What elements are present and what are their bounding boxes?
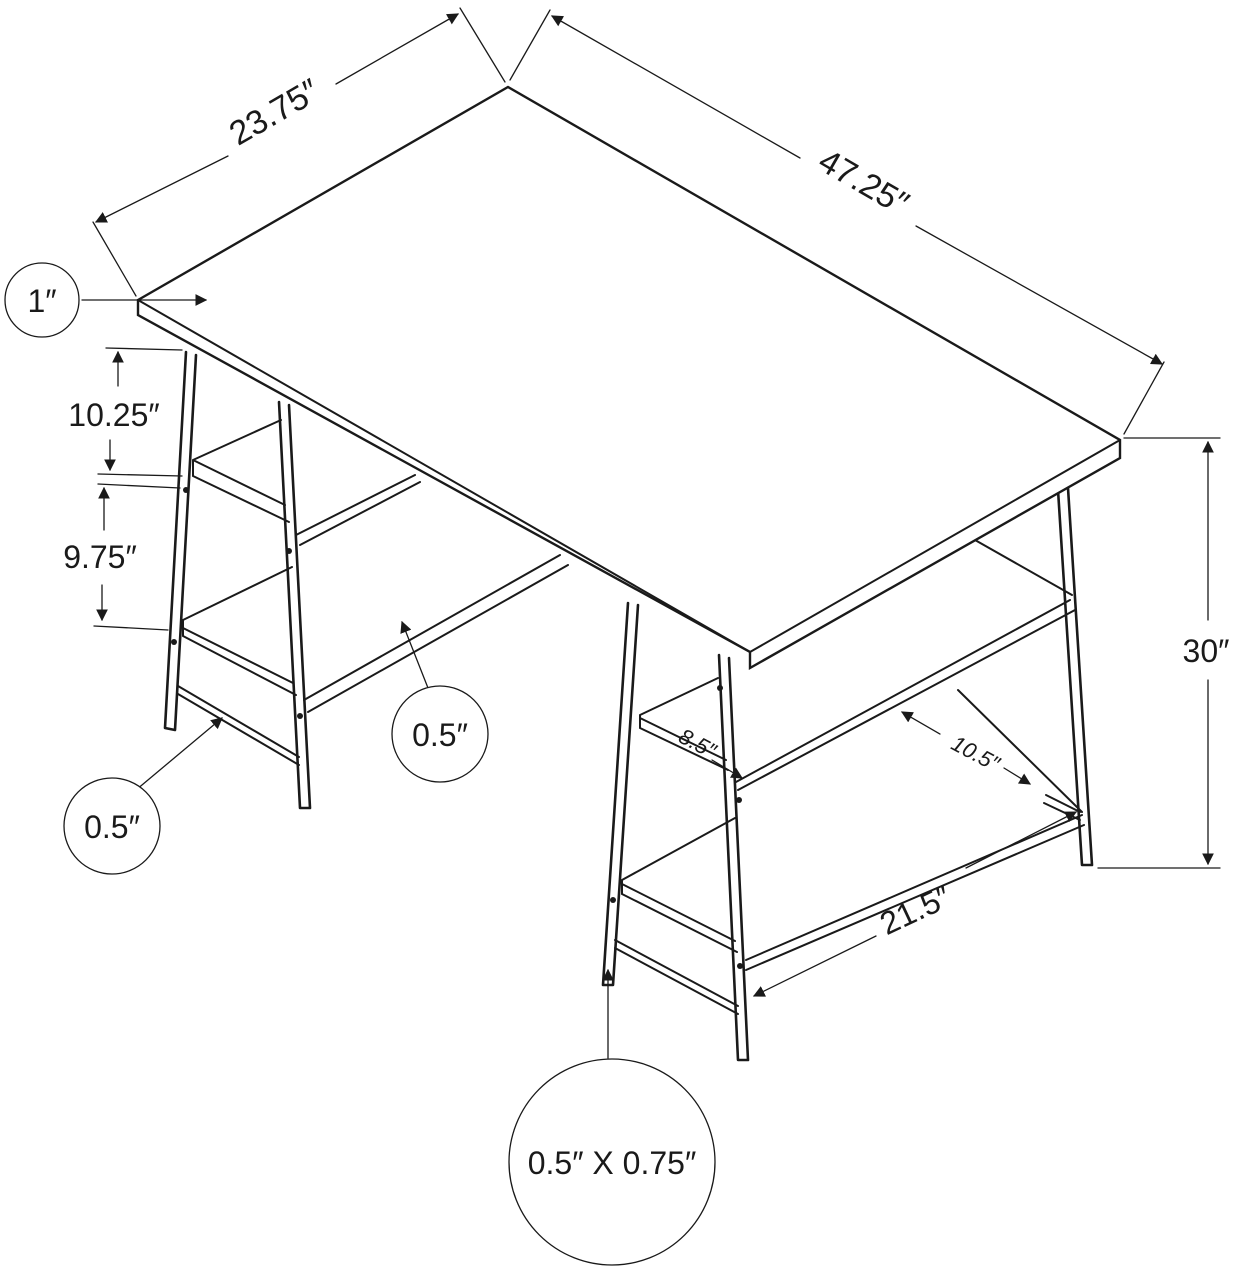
right-back-stretcher (1043, 794, 1081, 821)
small-shelf-depth-arrow (711, 759, 744, 779)
depth-label: 23.75″ (223, 72, 326, 153)
callout-bubbles: 1″ 0.5″ 0.5″ 0.5″ X 0.75″ (4, 262, 716, 1266)
upper-gap-ext-top (105, 347, 183, 351)
shelf-edge-callout: 0.5″ (391, 685, 489, 783)
small-shelf-width-arrow-b (1003, 767, 1031, 785)
small-shelf-depth-label: 8.5″ (675, 723, 722, 764)
desk-top-edge (137, 299, 1121, 653)
shelf-edge-callout-label: 0.5″ (412, 717, 468, 753)
left-front-leg (163, 350, 198, 732)
left-bolt (286, 548, 292, 554)
large-shelf-width-arrow-a (752, 935, 877, 997)
right-bolt (736, 797, 742, 803)
left-stretcher (177, 685, 300, 766)
right-front-leg (601, 601, 640, 987)
left-lower-shelf (182, 554, 569, 713)
width-dim-line-b (915, 225, 1164, 365)
left-upper-shelf (192, 419, 421, 546)
shelf-edge-callout-leader (400, 620, 429, 689)
small-shelf-width-arrow-a (900, 711, 941, 735)
top-thickness-label: 1″ (27, 283, 56, 319)
depth-dim-line-a (94, 155, 229, 223)
upper-gap-label: 10.25″ (68, 397, 159, 433)
depth-ext-right (459, 7, 506, 83)
left-bolt (297, 713, 303, 719)
desk-drawing (136, 85, 1122, 1062)
width-ext-right (1123, 361, 1165, 435)
lower-gap-ext-top (97, 483, 181, 489)
top-thickness-callout: 1″ (4, 262, 80, 338)
right-back-leg (1056, 486, 1094, 867)
leg-callout-label: 0.5″ (84, 809, 140, 845)
width-label: 47.25″ (812, 142, 915, 223)
right-lower-shelf (621, 689, 1085, 971)
width-dim-line-a (550, 15, 801, 159)
right-stretcher (614, 939, 739, 1015)
height-label: 30″ (1183, 633, 1230, 669)
desk-top-surface (136, 85, 1122, 671)
upper-gap-ext-bottom (97, 473, 183, 477)
leg-callout-leader (135, 717, 223, 791)
desk-top (136, 85, 1122, 671)
leg-profile-label: 0.5″ X 0.75″ (528, 1145, 697, 1181)
leg-callout: 0.5″ (63, 777, 161, 875)
lower-gap-label: 9.75″ (63, 539, 137, 575)
depth-ext-left (92, 221, 137, 297)
left-bolt (171, 639, 177, 645)
lower-gap-ext-bottom (93, 625, 169, 631)
left-bolt (183, 487, 189, 493)
right-trestle (601, 486, 1094, 1062)
width-ext-left (509, 9, 551, 81)
left-rear-leg (277, 400, 312, 810)
right-upper-shelf (639, 539, 1076, 791)
left-trestle (163, 350, 569, 810)
leg-profile-callout: 0.5″ X 0.75″ (508, 1058, 716, 1266)
small-shelf-width-label: 10.5″ (947, 730, 1004, 776)
right-bolt (737, 963, 743, 969)
right-bolt (610, 897, 616, 903)
dimension-lines (81, 7, 1221, 1059)
right-bolt (717, 685, 723, 691)
right-inner-leg (717, 653, 750, 1062)
large-shelf-width-arrow-b (965, 811, 1078, 869)
depth-dim-line-b (335, 13, 460, 85)
